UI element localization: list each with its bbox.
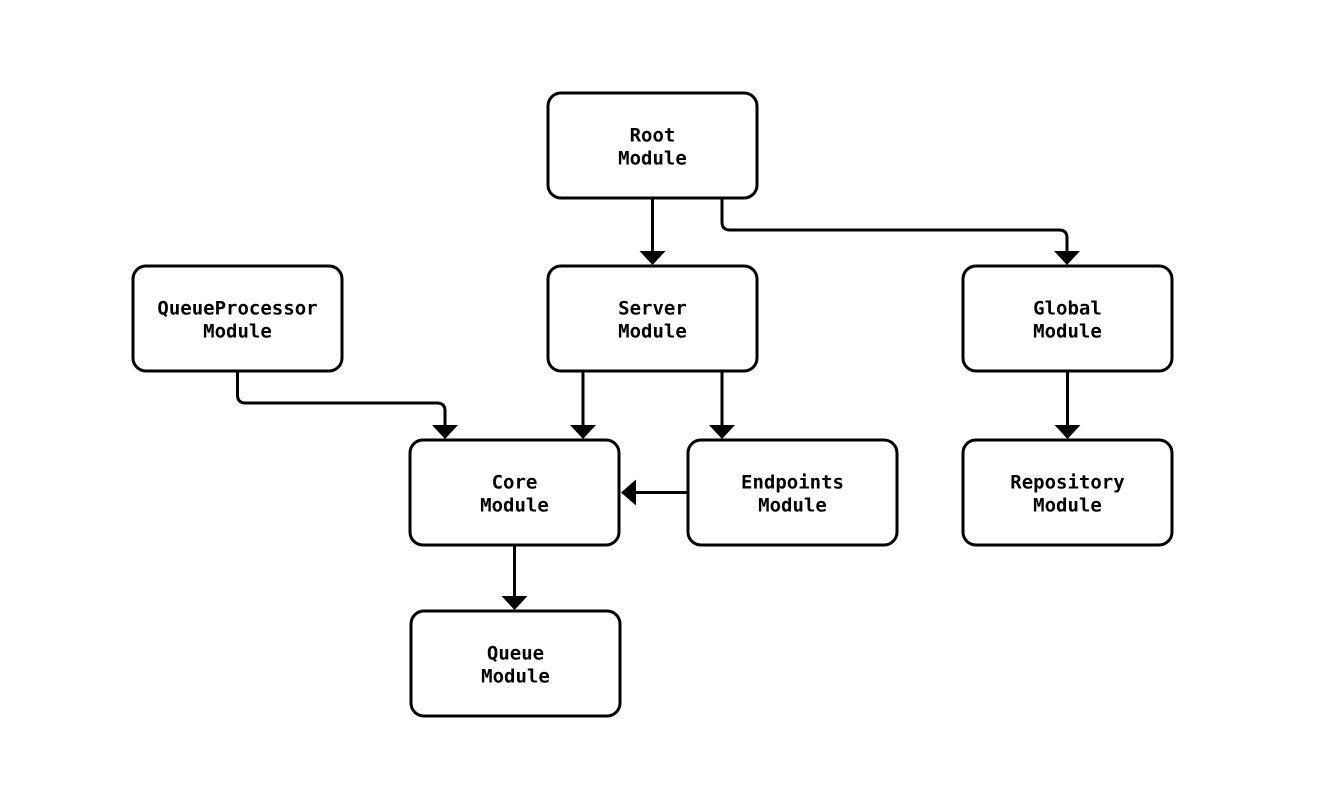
node-endpoints-module-box — [686, 438, 899, 547]
edge-root-to-server-arrowhead-icon — [639, 251, 666, 265]
edge-server-to-endpoints — [709, 372, 735, 439]
node-repository-module-label-line2: Module — [1033, 495, 1102, 517]
edge-root-to-global — [720, 198, 1080, 265]
node-root-module-label-line1: Root — [630, 125, 676, 147]
node-queueprocessor-module-box — [131, 264, 344, 373]
edge-server-to-endpoints-arrowhead-icon — [709, 425, 735, 439]
node-endpoints-module-label-line2: Module — [758, 495, 827, 517]
node-repository-module-box — [961, 438, 1174, 547]
node-core-module-label-line1: Core — [492, 472, 538, 494]
edge-server-to-core-arrowhead-icon — [570, 425, 596, 439]
node-queueprocessor-module-label-line1: QueueProcessor — [157, 298, 317, 320]
edge-root-to-server — [639, 198, 666, 265]
node-server-module-box — [546, 264, 759, 373]
node-global-module-box — [961, 264, 1174, 373]
node-core-module-label-line2: Module — [480, 495, 549, 517]
edge-root-to-global-arrowhead-icon — [1054, 251, 1080, 265]
node-queue-module-box — [409, 609, 622, 718]
edge-queueprocessor-to-core-line — [236, 371, 447, 426]
edge-core-to-queue — [501, 545, 528, 610]
node-queue-module-label-line1: Queue — [487, 643, 544, 665]
edge-endpoints-to-core — [621, 479, 688, 506]
edge-root-to-global-line — [720, 198, 1069, 252]
edge-server-to-core — [570, 372, 596, 439]
node-global-module-label-line2: Module — [1033, 321, 1102, 343]
edge-queueprocessor-to-core — [236, 371, 458, 439]
node-repository-module-label-line1: Repository — [1010, 472, 1124, 494]
node-root-module-box — [546, 91, 759, 200]
node-core-module-box — [408, 438, 621, 547]
edge-endpoints-to-core-arrowhead-icon — [621, 479, 636, 506]
node-server-module-label-line2: Module — [618, 321, 687, 343]
node-server-module-label-line1: Server — [618, 298, 687, 320]
node-global-module-label-line1: Global — [1033, 298, 1102, 320]
edge-global-to-repository — [1054, 372, 1081, 439]
edge-global-to-repository-arrowhead-icon — [1054, 425, 1081, 439]
edge-core-to-queue-arrowhead-icon — [501, 596, 528, 610]
edge-queueprocessor-to-core-arrowhead-icon — [432, 425, 458, 439]
node-endpoints-module-label-line1: Endpoints — [741, 472, 844, 494]
node-queue-module-label-line2: Module — [481, 666, 550, 688]
node-queueprocessor-module-label-line2: Module — [203, 321, 272, 343]
node-root-module-label-line2: Module — [618, 148, 687, 170]
